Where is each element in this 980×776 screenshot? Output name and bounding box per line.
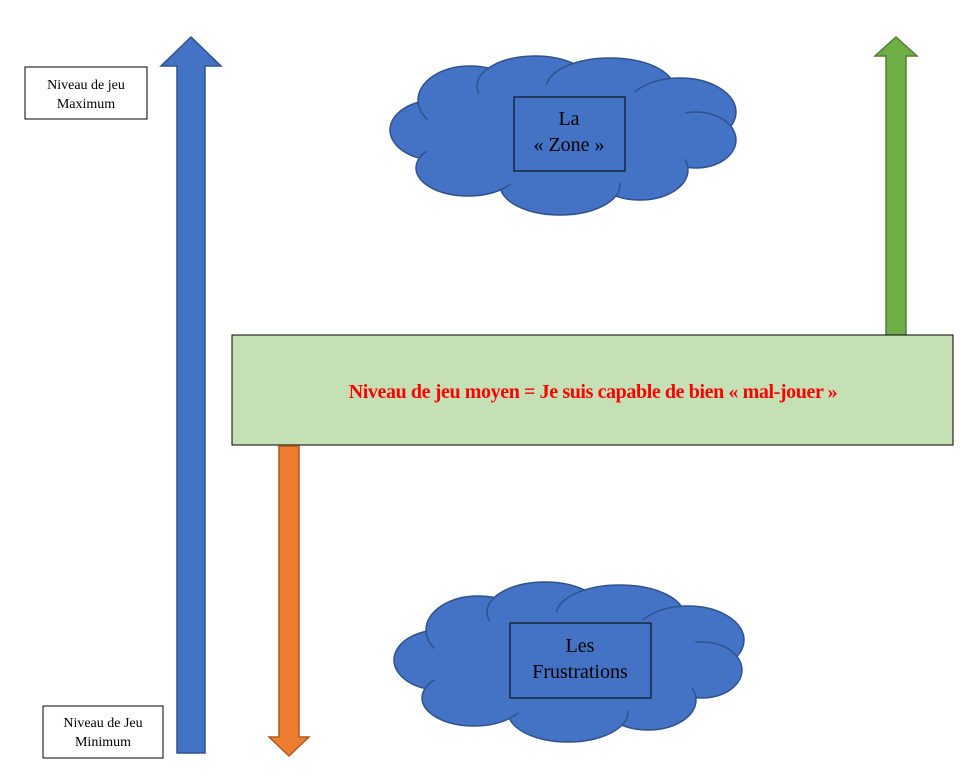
min-level-label: Niveau de Jeu Minimum <box>42 705 164 759</box>
average-level-bar: Niveau de jeu moyen = Je suis capable de… <box>231 334 954 446</box>
regression-down-arrow-icon <box>267 445 311 758</box>
frustrations-cloud-line1: Les <box>566 635 595 657</box>
zone-cloud-line1: La <box>558 108 579 130</box>
max-level-label-line2: Maximum <box>57 97 115 112</box>
frustrations-cloud: Les Frustrations <box>393 581 745 743</box>
progress-up-arrow-icon <box>873 35 919 337</box>
max-level-label: Niveau de jeu Maximum <box>24 66 148 120</box>
average-level-box <box>231 334 954 446</box>
max-level-label-line1: Niveau de jeu <box>47 78 125 93</box>
max-level-up-arrow-icon <box>159 35 223 754</box>
max-level-label-box <box>24 66 148 120</box>
min-level-label-line1: Niveau de Jeu <box>63 716 142 731</box>
zone-cloud: La « Zone » <box>389 55 737 216</box>
frustrations-cloud-line2: Frustrations <box>532 661 628 683</box>
min-level-label-box <box>42 705 164 759</box>
min-level-label-line2: Minimum <box>75 735 131 750</box>
frustrations-cloud-textbox <box>509 622 652 699</box>
average-level-text: Niveau de jeu moyen = Je suis capable de… <box>349 381 838 403</box>
zone-cloud-textbox <box>513 96 626 172</box>
zone-cloud-line2: « Zone » <box>533 134 604 156</box>
